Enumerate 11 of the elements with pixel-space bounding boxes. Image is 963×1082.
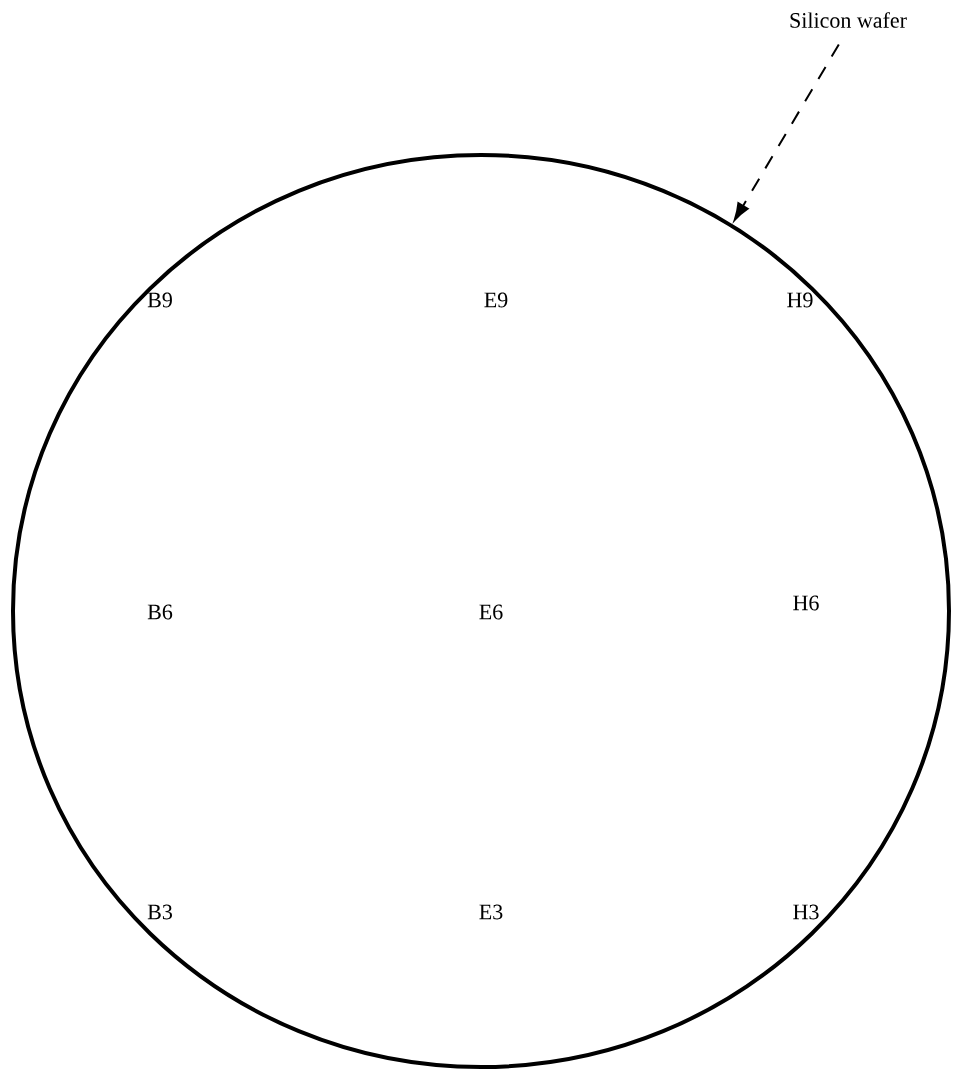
callout-text: Silicon wafer (790, 12, 907, 28)
site-label: B6 (147, 604, 173, 620)
site-label: E6 (479, 604, 503, 620)
wafer-outline (11, 153, 951, 1069)
site-label: E3 (479, 904, 503, 920)
site-label: H9 (787, 292, 813, 308)
site-label: B3 (147, 904, 172, 920)
site-label: B9 (147, 292, 172, 308)
site-label: E9 (484, 292, 508, 308)
site-label: H6 (793, 595, 819, 611)
site-label: H3 (793, 904, 819, 920)
